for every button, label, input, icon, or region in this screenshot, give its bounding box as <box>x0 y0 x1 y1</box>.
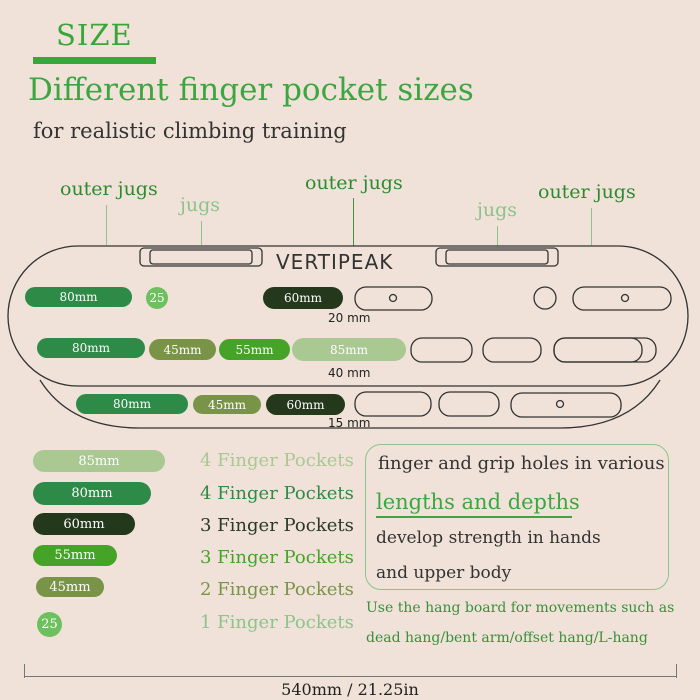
legend-25-label: 1 Finger Pockets <box>200 612 354 633</box>
slot-r1-a <box>354 286 433 311</box>
slot-r3-c <box>510 392 622 418</box>
legend-25-pill: 25 <box>37 612 62 637</box>
dimension-label: 540mm / 21.25in <box>281 680 419 699</box>
jugs-right-leader <box>497 226 498 246</box>
hangboard-diagram <box>7 245 689 429</box>
slot-r2-b <box>482 337 542 363</box>
slot-r2-a <box>410 337 473 363</box>
hangboard-outline <box>7 245 689 387</box>
outer-jugs-center-label: outer jugs <box>305 172 403 194</box>
dimension-tick-right <box>676 664 677 678</box>
legend-80mm-pill: 80mm <box>33 482 151 505</box>
slot-r3-a <box>354 391 432 417</box>
outer-jugs-center-leader <box>353 198 354 246</box>
pocket-r2-55mm: 55mm <box>219 339 290 360</box>
slot-r3-b <box>438 391 500 417</box>
pocket-r3-80mm: 80mm <box>76 394 188 414</box>
size-heading: SIZE <box>56 18 133 52</box>
info-line-3: develop strength in hands <box>376 528 601 548</box>
pocket-r1-60mm: 60mm <box>263 287 343 309</box>
pocket-r1-25: 25 <box>146 287 168 309</box>
pocket-r1-80mm: 80mm <box>25 287 132 307</box>
pocket-r2-80mm: 80mm <box>37 338 145 358</box>
jug-recess-left <box>139 247 263 267</box>
page-subtitle: for realistic climbing training <box>33 119 347 143</box>
jugs-left-label: jugs <box>180 194 221 216</box>
info-line-1: finger and grip holes in various <box>378 453 665 474</box>
slot-r1-b <box>572 286 672 311</box>
legend-45mm-pill: 45mm <box>36 577 104 597</box>
outer-jugs-right-label: outer jugs <box>538 181 636 203</box>
jug-recess-right <box>435 247 559 267</box>
info-highlight: lengths and depths <box>376 490 580 514</box>
dimension-tick-left <box>24 664 25 678</box>
outer-jugs-left-label: outer jugs <box>60 178 158 200</box>
depth-r2: 40 mm <box>328 366 371 380</box>
depth-r3: 15 mm <box>328 416 371 430</box>
pocket-r2-45mm: 45mm <box>149 339 216 360</box>
dimension-line <box>24 676 677 677</box>
legend-60mm-pill: 60mm <box>33 513 135 535</box>
jugs-right-label: jugs <box>477 199 518 221</box>
pocket-r2-85mm: 85mm <box>292 338 406 361</box>
legend-55mm-label: 3 Finger Pockets <box>200 547 354 568</box>
jugs-left-leader <box>201 221 202 245</box>
info-highlight-underline <box>376 516 572 518</box>
usage-line-2: dead hang/bent arm/offset hang/L-hang <box>366 630 648 646</box>
legend-85mm-label: 4 Finger Pockets <box>200 450 354 471</box>
page-title: Different finger pocket sizes <box>28 72 474 108</box>
brand-logo: VERTIPEAK <box>276 250 394 274</box>
outer-jugs-left-leader <box>106 205 107 245</box>
info-box <box>365 444 669 590</box>
size-underline <box>33 57 156 64</box>
pocket-r3-60mm: 60mm <box>266 394 345 415</box>
info-line-4: and upper body <box>376 563 512 583</box>
slot-r1-round <box>533 286 557 310</box>
legend-85mm-pill: 85mm <box>33 450 165 472</box>
legend-80mm-label: 4 Finger Pockets <box>200 483 354 504</box>
slot-r2-c <box>553 337 657 363</box>
pocket-r3-45mm: 45mm <box>193 395 261 414</box>
legend-55mm-pill: 55mm <box>33 545 117 566</box>
legend-45mm-label: 2 Finger Pockets <box>200 579 354 600</box>
usage-line-1: Use the hang board for movements such as <box>366 600 675 616</box>
depth-r1: 20 mm <box>328 311 371 325</box>
legend-60mm-label: 3 Finger Pockets <box>200 515 354 536</box>
outer-jugs-right-leader <box>591 208 592 246</box>
hangboard-bottom-edge <box>39 379 661 429</box>
